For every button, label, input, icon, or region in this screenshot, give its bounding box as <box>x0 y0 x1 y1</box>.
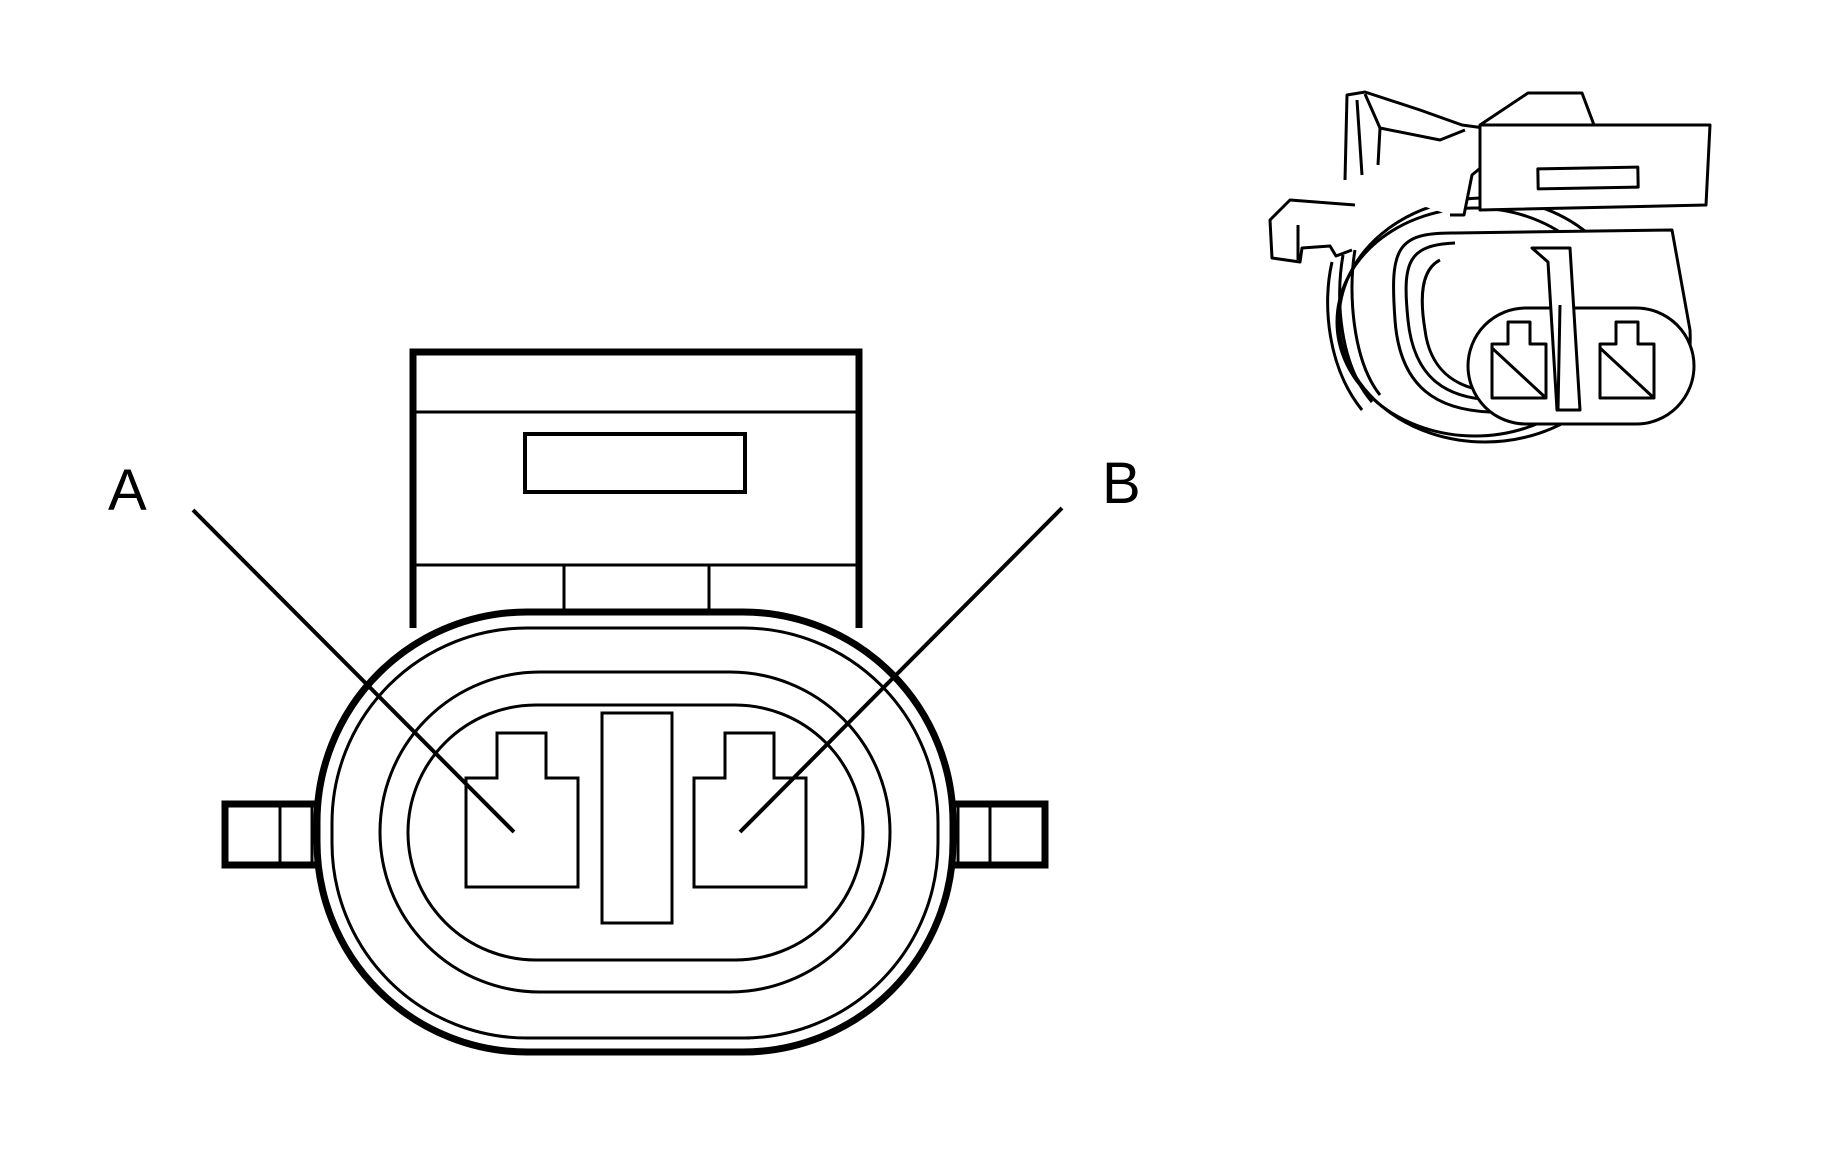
mating-face-outer <box>378 670 892 994</box>
locking-tab <box>409 348 863 628</box>
connector-isometric-view <box>1268 90 1712 444</box>
left-ear <box>221 800 330 869</box>
mating-face-inner <box>406 703 865 962</box>
tab-slot <box>523 432 747 494</box>
connector-front-view <box>191 348 1064 1056</box>
center-key <box>600 711 674 925</box>
connector-outer-shell <box>313 608 957 1056</box>
terminal-label-b: B <box>1102 451 1141 516</box>
leader-line-b <box>738 506 1064 834</box>
right-ear <box>940 800 1049 869</box>
leader-line-a <box>191 508 516 834</box>
terminal-cavity-b <box>692 731 808 889</box>
terminal-label-a: A <box>108 458 147 523</box>
terminal-cavity-a <box>464 731 580 889</box>
